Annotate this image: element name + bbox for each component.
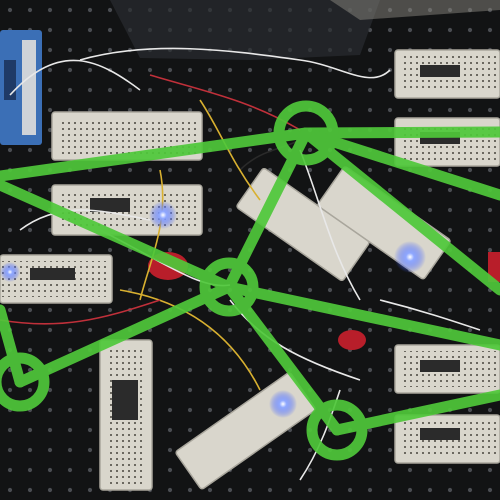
node-center	[199, 257, 259, 317]
link-4	[300, 127, 500, 296]
foreground-object	[110, 0, 380, 60]
leds	[0, 201, 426, 418]
node-left	[0, 352, 50, 412]
link-7	[14, 281, 235, 388]
microcontroller-module	[0, 30, 42, 145]
node-bottom	[306, 399, 368, 461]
network-overlay	[0, 100, 500, 461]
foreground-highlight	[330, 0, 500, 20]
link-3	[300, 127, 500, 201]
ic-chips	[30, 65, 460, 440]
link-1	[0, 127, 312, 182]
link-11	[0, 304, 26, 388]
link-8	[223, 281, 500, 351]
wires	[0, 47, 481, 481]
node-top	[273, 100, 339, 166]
link-6	[0, 179, 235, 293]
